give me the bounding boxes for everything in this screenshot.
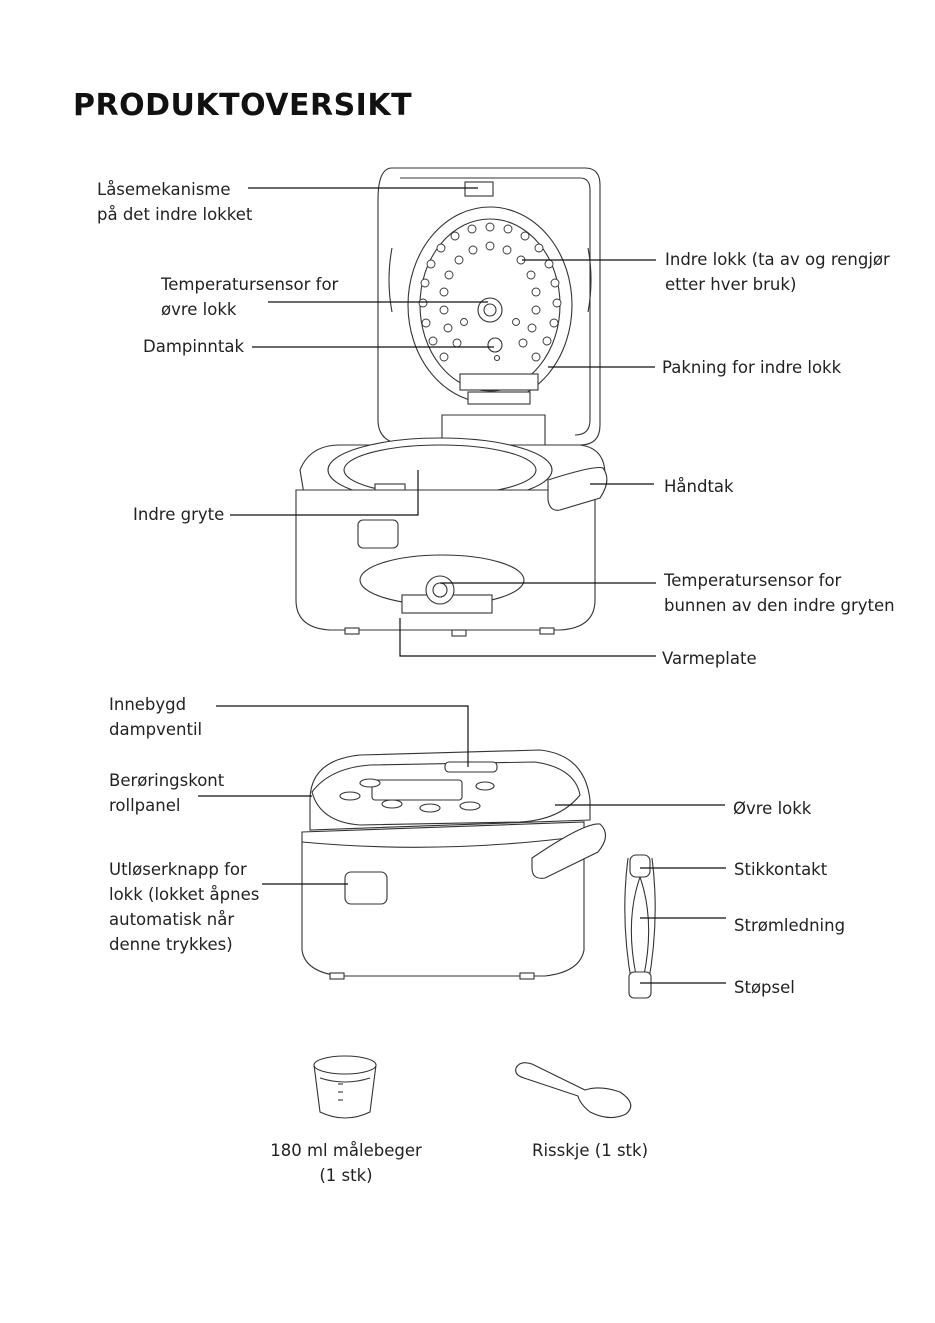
label-temp-sensor-bottom: Temperatursensor for bunnen av den indre… bbox=[664, 571, 895, 615]
page-title: PRODUKTOVERSIKT bbox=[73, 88, 413, 123]
measuring-cup-illustration bbox=[313, 1055, 377, 1119]
leader-lines bbox=[198, 187, 726, 984]
label-power-cord: Strømledning bbox=[734, 916, 846, 935]
label-plug: Støpsel bbox=[734, 978, 795, 997]
label-inner-lid: Indre lokk (ta av og rengjør etter hver … bbox=[665, 250, 890, 294]
label-rice-spoon: Risskje (1 stk) bbox=[532, 1141, 649, 1160]
label-upper-lid: Øvre lokk bbox=[733, 799, 812, 818]
label-handle: Håndtak bbox=[664, 477, 734, 496]
label-inner-pot: Indre gryte bbox=[133, 505, 225, 524]
label-touch-panel: Berøringskont rollpanel bbox=[109, 771, 225, 815]
label-inner-lid-gasket: Pakning for indre lokk bbox=[662, 358, 842, 377]
label-temp-sensor-upper: Temperatursensor for øvre lokk bbox=[161, 275, 339, 319]
rice-spoon-illustration bbox=[515, 1062, 632, 1119]
label-lid-release: Utløserknapp for lokk (lokket åpnes auto… bbox=[109, 860, 260, 954]
power-cord-illustration bbox=[624, 854, 656, 999]
label-steam-inlet: Dampinntak bbox=[143, 337, 244, 356]
label-measuring-cup: 180 ml målebeger (1 stk) bbox=[270, 1141, 422, 1185]
closed-cooker-illustration bbox=[301, 749, 607, 980]
inner-lid-holes bbox=[418, 222, 562, 362]
open-cooker-illustration bbox=[295, 167, 608, 637]
label-lock-mechanism: Låsemekanisme på det indre lokket bbox=[97, 180, 253, 224]
label-steam-valve: Innebygd dampventil bbox=[109, 695, 203, 739]
label-heating-plate: Varmeplate bbox=[662, 649, 757, 668]
label-socket: Stikkontakt bbox=[734, 860, 828, 879]
